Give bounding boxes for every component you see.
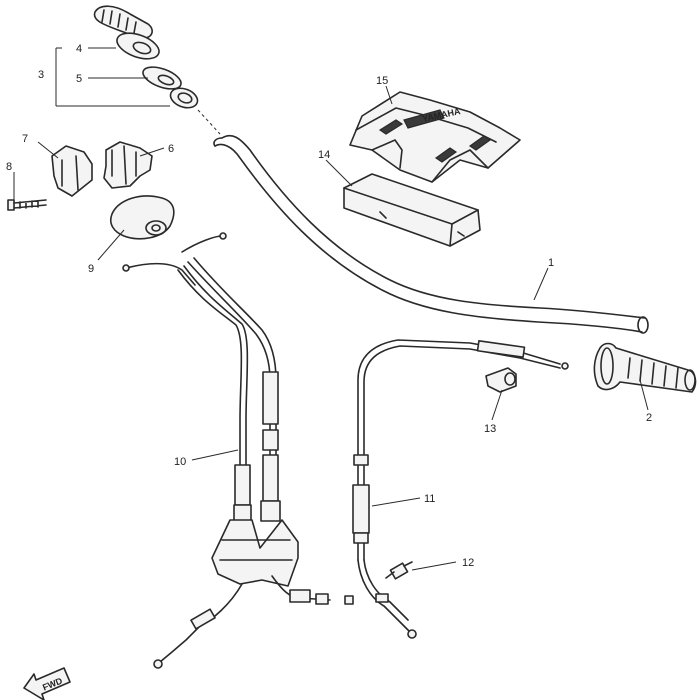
switch-housing-left xyxy=(51,145,93,197)
callout-15: 15 xyxy=(376,75,388,87)
handlebar xyxy=(213,134,649,334)
callout-3: 3 xyxy=(38,69,44,81)
callout-2: 2 xyxy=(646,412,652,424)
callout-13: 13 xyxy=(484,423,496,435)
callout-10: 10 xyxy=(174,456,186,468)
left-grip-assembly xyxy=(93,5,221,135)
callout-1: 1 xyxy=(548,257,554,269)
cable-adjuster xyxy=(385,561,413,580)
callout-labels: 1 2 3 4 5 6 7 8 9 10 11 12 13 14 15 xyxy=(6,43,652,569)
throttle-housing xyxy=(109,195,175,240)
callout-5: 5 xyxy=(76,73,82,85)
clutch-switch xyxy=(485,367,517,393)
callout-12: 12 xyxy=(462,557,474,569)
callout-6: 6 xyxy=(168,143,174,155)
switch-housing-right xyxy=(103,141,153,189)
callout-11: 11 xyxy=(424,493,435,505)
callout-14: 14 xyxy=(318,149,330,161)
clutch-cable xyxy=(352,339,569,639)
callout-4: 4 xyxy=(76,43,82,55)
screw xyxy=(7,199,47,211)
handlebar-pad-foam xyxy=(343,173,481,247)
handlebar-pad-cover: YAMAHA xyxy=(349,91,521,183)
callout-8: 8 xyxy=(6,161,12,173)
throttle-cables xyxy=(122,232,354,669)
leader-lines xyxy=(13,47,649,571)
forward-arrow-indicator: FWD xyxy=(23,667,71,700)
right-grip xyxy=(593,342,697,393)
callout-7: 7 xyxy=(22,133,28,145)
callout-9: 9 xyxy=(88,263,94,275)
